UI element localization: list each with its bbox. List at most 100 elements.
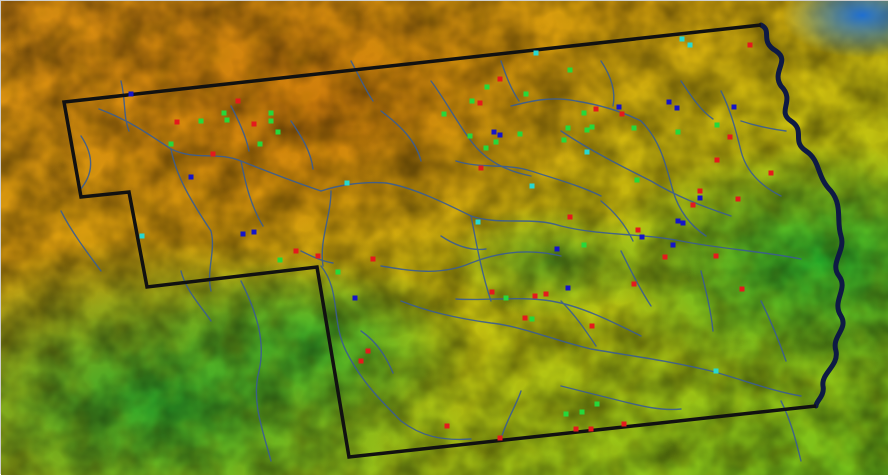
sample-point-green[interactable]	[483, 145, 489, 151]
sample-point-red[interactable]	[489, 289, 495, 295]
sample-point-green[interactable]	[523, 91, 529, 97]
sample-point-red[interactable]	[370, 256, 376, 262]
sample-point-green[interactable]	[675, 129, 681, 135]
sample-point-green[interactable]	[565, 125, 571, 131]
sample-point-green[interactable]	[257, 141, 263, 147]
sample-point-red[interactable]	[358, 358, 364, 364]
sample-point-cyan[interactable]	[344, 180, 350, 186]
sample-point-green[interactable]	[563, 411, 569, 417]
sample-point-blue[interactable]	[639, 234, 645, 240]
sample-point-blue[interactable]	[616, 104, 622, 110]
sample-point-cyan[interactable]	[475, 219, 481, 225]
sample-point-cyan[interactable]	[679, 36, 685, 42]
sample-point-blue[interactable]	[352, 295, 358, 301]
sample-point-green[interactable]	[503, 295, 509, 301]
sample-point-green[interactable]	[594, 401, 600, 407]
sample-point-green[interactable]	[469, 98, 475, 104]
sample-point-green[interactable]	[714, 122, 720, 128]
sample-point-blue[interactable]	[128, 91, 134, 97]
sample-point-cyan[interactable]	[584, 149, 590, 155]
sample-point-green[interactable]	[484, 84, 490, 90]
sample-point-blue[interactable]	[554, 246, 560, 252]
sample-point-green[interactable]	[335, 269, 341, 275]
sample-point-red[interactable]	[735, 196, 741, 202]
sample-point-red[interactable]	[235, 98, 241, 104]
sample-point-red[interactable]	[635, 227, 641, 233]
sample-point-green[interactable]	[467, 133, 473, 139]
sample-point-red[interactable]	[768, 170, 774, 176]
sample-point-green[interactable]	[567, 67, 573, 73]
sample-point-green[interactable]	[584, 127, 590, 133]
sample-point-blue[interactable]	[497, 132, 503, 138]
sample-point-red[interactable]	[478, 165, 484, 171]
sample-point-red[interactable]	[477, 100, 483, 106]
sample-point-cyan[interactable]	[139, 233, 145, 239]
sample-point-red[interactable]	[497, 76, 503, 82]
sample-point-green[interactable]	[224, 117, 230, 123]
sample-point-red[interactable]	[662, 254, 668, 260]
sample-point-red[interactable]	[619, 111, 625, 117]
sample-point-red[interactable]	[174, 119, 180, 125]
sample-point-red[interactable]	[497, 435, 503, 441]
sample-point-cyan[interactable]	[529, 183, 535, 189]
sample-point-red[interactable]	[210, 151, 216, 157]
sample-point-red[interactable]	[690, 202, 696, 208]
sample-point-green[interactable]	[198, 118, 204, 124]
sample-point-green[interactable]	[589, 124, 595, 130]
sample-point-green[interactable]	[581, 110, 587, 116]
sample-point-green[interactable]	[581, 242, 587, 248]
sample-point-blue[interactable]	[251, 229, 257, 235]
sample-point-blue[interactable]	[666, 99, 672, 105]
sample-point-green[interactable]	[268, 110, 274, 116]
sample-point-red[interactable]	[739, 286, 745, 292]
sample-point-red[interactable]	[522, 315, 528, 321]
sample-point-green[interactable]	[268, 118, 274, 124]
sample-point-red[interactable]	[444, 423, 450, 429]
sample-point-red[interactable]	[315, 253, 321, 259]
sample-point-red[interactable]	[588, 426, 594, 432]
sample-point-red[interactable]	[747, 42, 753, 48]
sample-point-red[interactable]	[589, 323, 595, 329]
sample-point-red[interactable]	[621, 421, 627, 427]
sample-point-red[interactable]	[293, 248, 299, 254]
sample-point-green[interactable]	[221, 110, 227, 116]
sample-point-blue[interactable]	[680, 220, 686, 226]
sample-point-green[interactable]	[275, 129, 281, 135]
sample-point-red[interactable]	[697, 188, 703, 194]
sample-point-green[interactable]	[561, 137, 567, 143]
sample-point-green[interactable]	[517, 131, 523, 137]
sample-point-blue[interactable]	[674, 105, 680, 111]
sample-point-blue[interactable]	[697, 195, 703, 201]
sample-point-blue[interactable]	[240, 231, 246, 237]
sample-point-blue[interactable]	[491, 129, 497, 135]
sample-point-red[interactable]	[567, 214, 573, 220]
sample-point-blue[interactable]	[675, 218, 681, 224]
sample-point-red[interactable]	[365, 348, 371, 354]
sample-point-red[interactable]	[593, 106, 599, 112]
sample-point-blue[interactable]	[188, 174, 194, 180]
sample-point-red[interactable]	[727, 134, 733, 140]
sample-point-red[interactable]	[713, 253, 719, 259]
sample-point-red[interactable]	[573, 426, 579, 432]
sample-point-green[interactable]	[631, 125, 637, 131]
sample-point-green[interactable]	[168, 141, 174, 147]
sample-point-red[interactable]	[714, 157, 720, 163]
sample-point-green[interactable]	[634, 177, 640, 183]
sample-point-cyan[interactable]	[687, 42, 693, 48]
sample-point-green[interactable]	[441, 111, 447, 117]
sample-point-blue[interactable]	[565, 285, 571, 291]
sample-point-green[interactable]	[529, 316, 535, 322]
sample-point-blue[interactable]	[670, 242, 676, 248]
sample-point-green[interactable]	[579, 409, 585, 415]
sample-point-cyan[interactable]	[533, 50, 539, 56]
sample-point-red[interactable]	[543, 291, 549, 297]
sample-point-green[interactable]	[493, 139, 499, 145]
sample-point-green[interactable]	[277, 257, 283, 263]
sample-point-red[interactable]	[251, 121, 257, 127]
sample-point-red[interactable]	[631, 281, 637, 287]
sample-point-red[interactable]	[532, 293, 538, 299]
sample-point-blue[interactable]	[731, 104, 737, 110]
sample-point-cyan[interactable]	[713, 368, 719, 374]
